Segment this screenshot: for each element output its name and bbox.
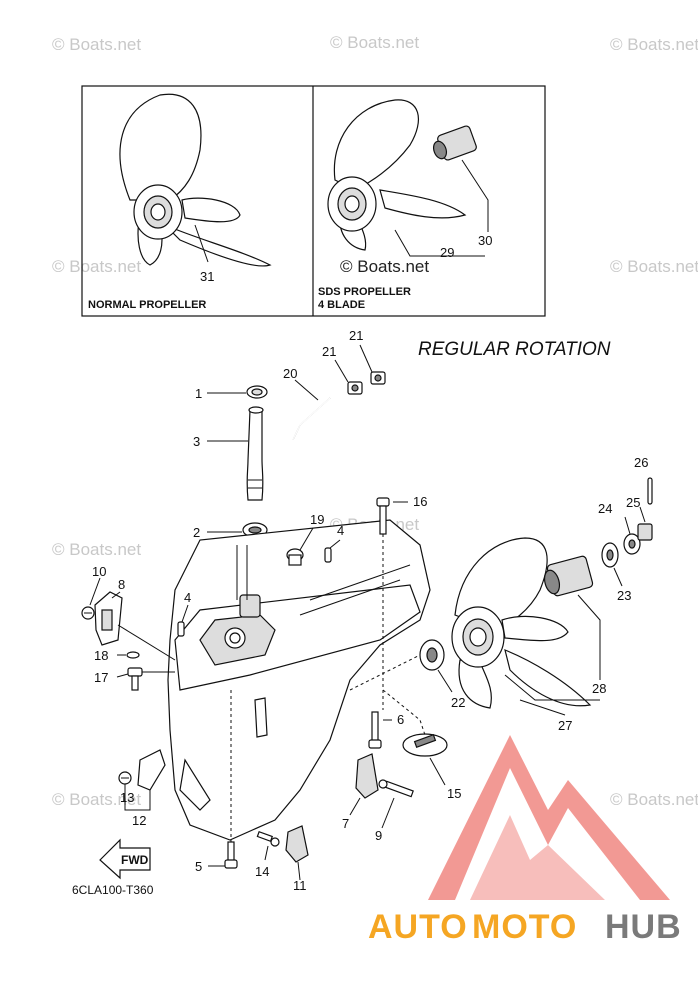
callout-4-b: 4: [337, 523, 344, 538]
watermark-text: © Boats.net: [610, 257, 698, 276]
diagram-code: 6CLA100-T360: [72, 883, 154, 897]
part-1-seal: [246, 385, 268, 399]
part-22-spacer: [419, 639, 445, 671]
part-8-bracket: [94, 591, 123, 646]
part-24-washer: [623, 533, 641, 555]
sds-propeller-drawing: [327, 99, 467, 251]
part-25-nut: [637, 523, 653, 541]
callout-27: 27: [558, 718, 572, 733]
callout-8: 8: [118, 577, 125, 592]
automotohub-logo-icon: [428, 735, 670, 900]
normal-propeller-label: NORMAL PROPELLER: [88, 299, 206, 311]
watermark-text: © Boats.net: [52, 35, 141, 54]
callout-31: 31: [200, 269, 214, 284]
part-23-spacer: [601, 542, 619, 568]
watermark-text: © Boats.net: [52, 790, 141, 809]
callout-29: 29: [440, 245, 454, 260]
part-5-bolt: [224, 841, 238, 869]
callout-19: 19: [310, 512, 324, 527]
rotation-title: REGULAR ROTATION: [418, 339, 611, 360]
brand-hub: HUB: [605, 908, 682, 946]
part-18-o-ring: [126, 651, 140, 659]
callout-14: 14: [255, 864, 269, 879]
lower-case-housing: [167, 519, 431, 841]
callout-13: 13: [120, 790, 134, 805]
callout-18: 18: [94, 648, 108, 663]
watermark-text-dark: © Boats.net: [340, 257, 429, 276]
callout-10: 10: [92, 564, 106, 579]
callout-4-a: 4: [184, 590, 191, 605]
callout-21-a: 21: [322, 344, 336, 359]
callout-20: 20: [283, 366, 297, 381]
brand-moto: MOTO: [472, 908, 577, 946]
part-20-shift-rod: [292, 397, 331, 545]
part-21-clip-b: [370, 371, 386, 385]
part-15-trim-tab: [402, 733, 448, 757]
part-4-dowel-pin-a: [177, 621, 185, 637]
watermark-text: © Boats.net: [610, 790, 698, 809]
callout-28: 28: [592, 681, 606, 696]
callout-5: 5: [195, 859, 202, 874]
part-17-fitting: [127, 667, 143, 691]
watermark-text: © Boats.net: [52, 540, 141, 559]
part-4-dowel-pin-b: [324, 547, 332, 563]
sds-propeller-blade-label: 4 BLADE: [318, 299, 365, 311]
callout-7: 7: [342, 816, 349, 831]
callout-11: 11: [293, 878, 307, 893]
part-26-cotter-pin: [647, 477, 653, 505]
normal-propeller-drawing: [119, 93, 272, 267]
part-14-screw: [256, 830, 280, 847]
part-21-clip-a: [347, 381, 363, 395]
inset-box: 31 30 29 NORMAL PROPELLER SDS PROPELLER …: [81, 85, 546, 317]
callout-6: 6: [397, 712, 404, 727]
fwd-arrow-icon: [99, 838, 151, 880]
brand-auto: AUTO: [368, 908, 468, 946]
part-19-grommet: [286, 548, 304, 566]
callout-22: 22: [451, 695, 465, 710]
callout-23: 23: [617, 588, 631, 603]
callout-30: 30: [478, 233, 492, 248]
part-9-bolt: [378, 779, 414, 798]
part-16-bolt: [376, 497, 390, 535]
part-27-propeller: [451, 537, 592, 709]
callout-21-b: 21: [349, 328, 363, 343]
callout-15: 15: [447, 786, 461, 801]
watermark-text: © Boats.net: [610, 35, 698, 54]
part-11-cover: [285, 825, 309, 863]
part-12-anode: [137, 749, 166, 791]
part-13-screw: [118, 771, 132, 785]
watermark-text: © Boats.net: [330, 33, 419, 52]
callout-24: 24: [598, 501, 612, 516]
callout-2: 2: [193, 525, 200, 540]
part-7-bracket: [355, 753, 379, 799]
watermark-text: © Boats.net: [52, 257, 141, 276]
part-10-screw: [81, 606, 95, 620]
fwd-label: FWD: [121, 853, 149, 867]
callout-3: 3: [193, 434, 200, 449]
callout-17: 17: [94, 670, 108, 685]
part-28-hub: [543, 555, 594, 597]
sds-propeller-label: SDS PROPELLER: [318, 286, 411, 298]
callout-9: 9: [375, 828, 382, 843]
sds-hub-kit-drawing: [432, 125, 477, 161]
callout-16: 16: [413, 494, 427, 509]
callout-12: 12: [132, 813, 146, 828]
part-3-water-tube: [246, 406, 264, 501]
callout-25: 25: [626, 495, 640, 510]
part-6-bolt: [368, 711, 382, 749]
callout-1: 1: [195, 386, 202, 401]
callout-26: 26: [634, 455, 648, 470]
